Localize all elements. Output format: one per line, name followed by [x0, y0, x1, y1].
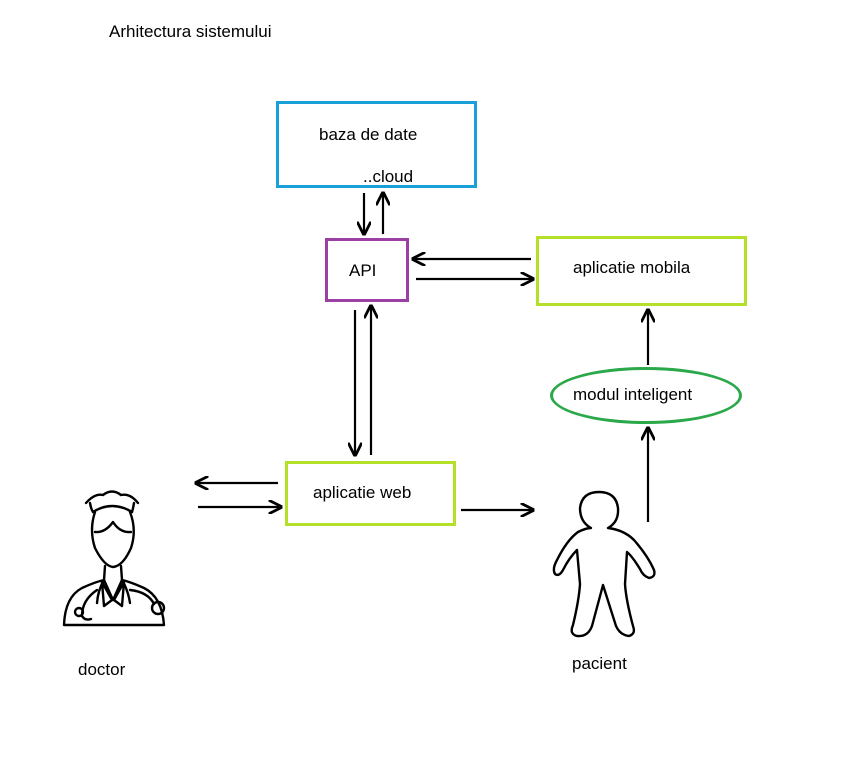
mobile-app-box	[536, 236, 747, 306]
diagram-title: Arhitectura sistemului	[109, 22, 272, 41]
mobile-app-label: aplicatie mobila	[573, 258, 691, 277]
database-cloud-label: ..cloud	[363, 167, 414, 186]
smart-module-label: modul inteligent	[573, 385, 693, 404]
api-label: API	[349, 261, 377, 280]
doctor-label: doctor	[78, 660, 126, 679]
api-box	[325, 238, 409, 302]
web-app-box	[285, 461, 456, 526]
database-box	[276, 101, 477, 188]
web-app-label: aplicatie web	[313, 483, 412, 502]
patient-label: pacient	[572, 654, 627, 673]
database-label: baza de date	[319, 125, 418, 144]
smart-module-ellipse	[550, 367, 742, 424]
